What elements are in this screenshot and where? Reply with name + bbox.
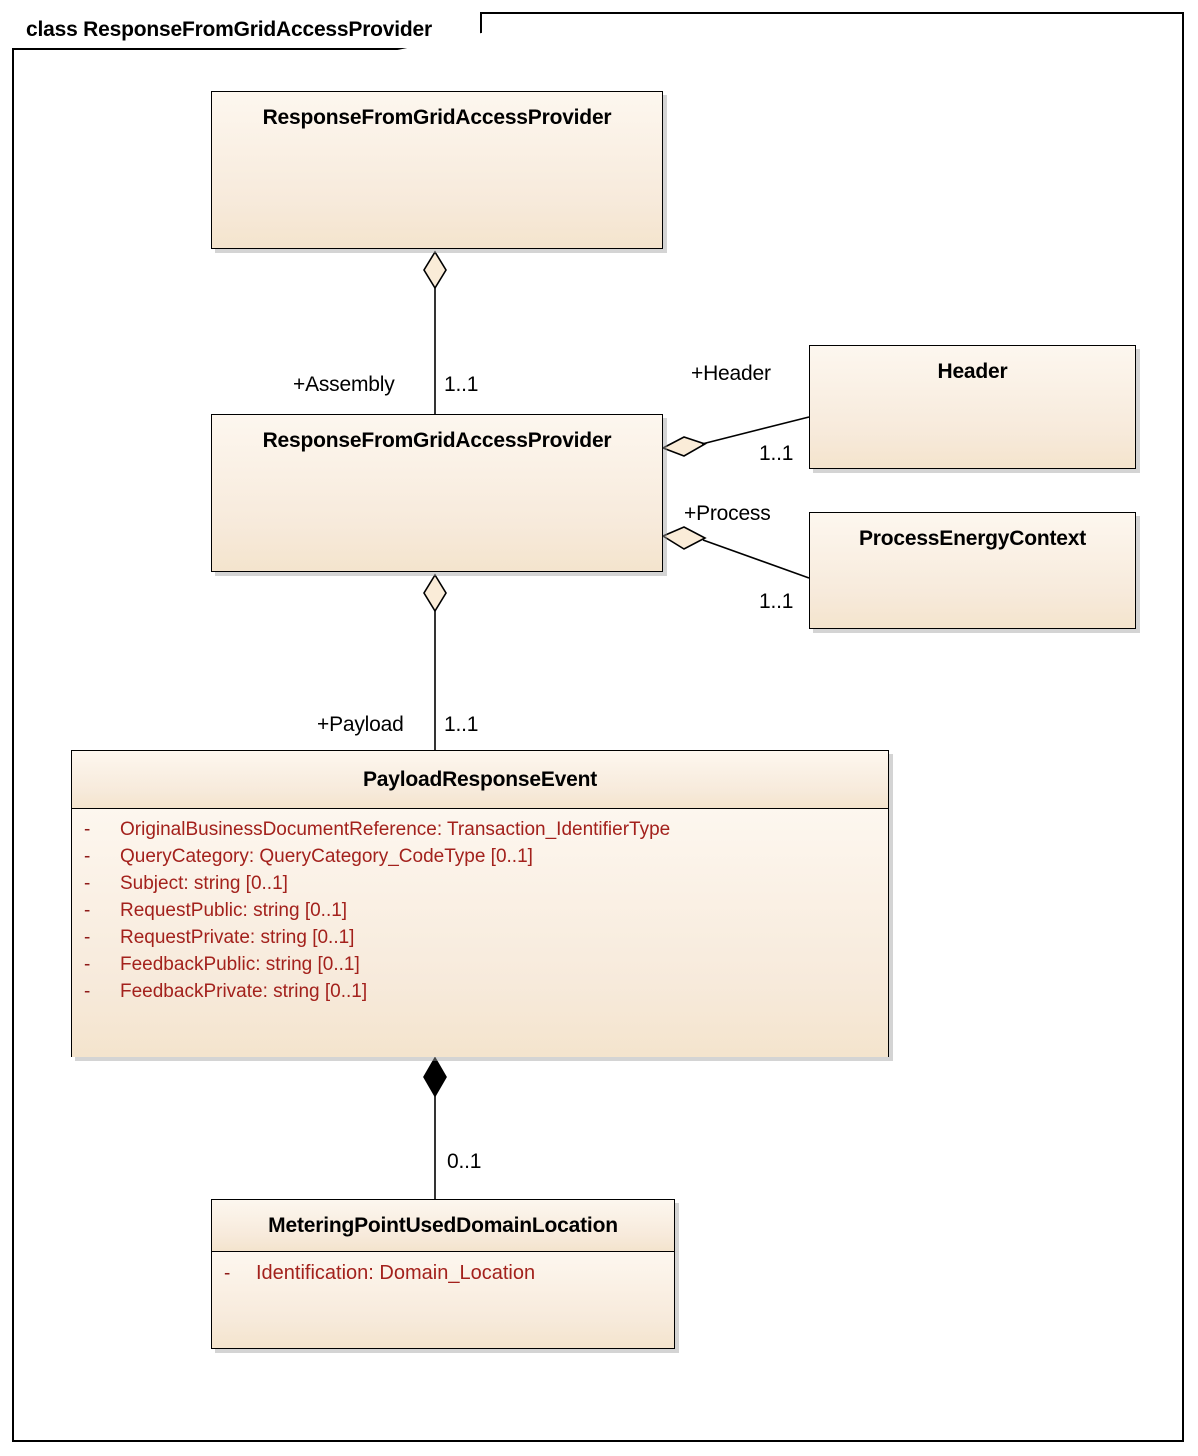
attribute-row: - OriginalBusinessDocumentReference: Tra… <box>72 819 888 846</box>
attribute-row: - Subject: string [0..1] <box>72 873 888 900</box>
class-box-process-energy-context[interactable]: ProcessEnergyContext <box>809 512 1136 629</box>
attribute-text: Subject: string [0..1] <box>120 873 288 894</box>
edge-label-metering-multiplicity: 0..1 <box>447 1150 482 1173</box>
edge-label-payload-role: +Payload <box>317 713 404 736</box>
attribute-text: FeedbackPrivate: string [0..1] <box>120 981 368 1002</box>
attribute-row: - Identification: Domain_Location <box>212 1262 674 1294</box>
class-box-response-from-grid-access-provider-mid[interactable]: ResponseFromGridAccessProvider <box>211 414 663 572</box>
attribute-text: Identification: Domain_Location <box>256 1262 536 1284</box>
attribute-text: RequestPublic: string [0..1] <box>120 900 348 921</box>
attribute-text: FeedbackPublic: string [0..1] <box>120 954 360 975</box>
edge-label-header-role: +Header <box>691 362 771 385</box>
visibility-marker: - <box>84 846 91 867</box>
class-name: ProcessEnergyContext <box>858 527 1087 550</box>
visibility-marker: - <box>84 900 91 921</box>
edge-label-assembly-role: +Assembly <box>293 373 395 396</box>
class-box-payload-response-event[interactable]: PayloadResponseEvent - OriginalBusinessD… <box>71 750 889 1057</box>
class-box-header[interactable]: Header <box>809 345 1136 469</box>
attribute-row: - QueryCategory: QueryCategory_CodeType … <box>72 846 888 873</box>
attribute-row: - FeedbackPublic: string [0..1] <box>72 954 888 981</box>
visibility-marker: - <box>84 873 91 894</box>
class-box-response-from-grid-access-provider-top[interactable]: ResponseFromGridAccessProvider <box>211 91 663 249</box>
attribute-text: OriginalBusinessDocumentReference: Trans… <box>120 819 671 840</box>
class-name: Header <box>937 360 1008 383</box>
edge-label-assembly-multiplicity: 1..1 <box>444 373 479 396</box>
attribute-compartment: - Identification: Domain_Location <box>212 1252 674 1348</box>
visibility-marker: - <box>224 1263 231 1284</box>
attribute-text: RequestPrivate: string [0..1] <box>120 927 355 948</box>
class-name: MeteringPointUsedDomainLocation <box>268 1213 618 1237</box>
edge-label-payload-multiplicity: 1..1 <box>444 713 479 736</box>
attribute-text: QueryCategory: QueryCategory_CodeType [0… <box>120 846 533 867</box>
diagram-frame-label: class ResponseFromGridAccessProvider <box>26 18 432 41</box>
attribute-row: - RequestPublic: string [0..1] <box>72 900 888 927</box>
edge-label-process-role: +Process <box>684 502 771 525</box>
diagram-frame-tab: class ResponseFromGridAccessProvider <box>12 12 482 50</box>
class-name: ResponseFromGridAccessProvider <box>262 106 612 129</box>
attribute-compartment: - OriginalBusinessDocumentReference: Tra… <box>72 809 888 1057</box>
visibility-marker: - <box>84 981 91 1002</box>
visibility-marker: - <box>84 927 91 948</box>
visibility-marker: - <box>84 954 91 975</box>
attribute-row: - RequestPrivate: string [0..1] <box>72 927 888 954</box>
visibility-marker: - <box>84 819 91 840</box>
edge-label-header-multiplicity: 1..1 <box>759 442 794 465</box>
class-box-metering-point-used-domain-location[interactable]: MeteringPointUsedDomainLocation - Identi… <box>211 1199 675 1349</box>
edge-label-process-multiplicity: 1..1 <box>759 590 794 613</box>
attribute-row: - FeedbackPrivate: string [0..1] <box>72 981 888 1008</box>
class-name: ResponseFromGridAccessProvider <box>262 429 612 452</box>
class-name: PayloadResponseEvent <box>362 767 598 791</box>
diagram-frame <box>12 12 1184 1442</box>
